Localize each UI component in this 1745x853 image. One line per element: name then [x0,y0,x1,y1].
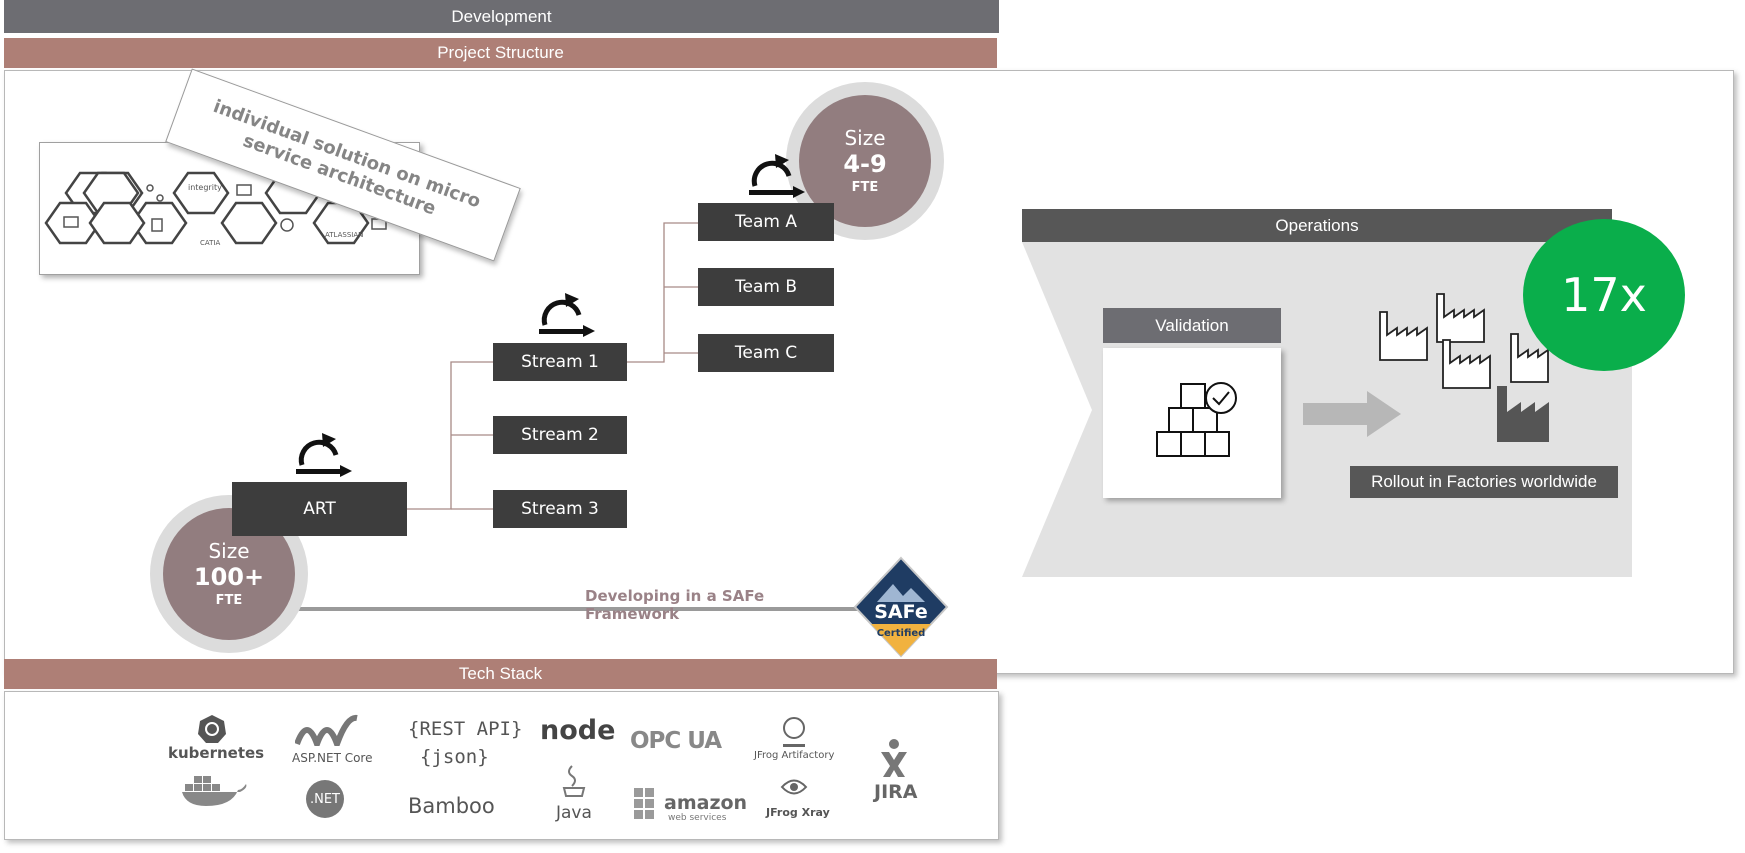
development-header: Development [4,0,999,33]
safe-certified-badge: SAFe Certified [853,556,949,658]
team-a-node: Team A [698,203,834,241]
nodejs-logo: node [540,715,616,746]
opc-ua-logo: OPC UA [630,728,722,754]
atlassian-logo: ATLASSIAN [325,231,364,239]
chevron-notch-icon [1022,242,1092,577]
operations-header: Operations [1022,209,1612,242]
jfrog-artifactory-logo: JFrog Artifactory [754,750,835,761]
safe-caption: Developing in a SAFe Framework [585,587,765,623]
jira-icon [881,739,907,777]
aws-icon [634,788,654,819]
integrity-logo: integrity [188,183,222,192]
tech-stack-header: Tech Stack [4,659,997,689]
factory-count-badge: 17x [1523,219,1685,371]
catia-logo: CATIA [200,239,221,247]
rest-api-logo: {REST API} [408,718,523,740]
team-size-unit: FTE [851,179,879,195]
art-size-label: Size [208,538,250,563]
factories-icon [1379,293,1549,442]
stream-3-node: Stream 3 [493,490,627,528]
team-b-node: Team B [698,268,834,306]
bamboo-logo: Bamboo [408,794,495,818]
validated-boxes-icon [1156,382,1237,457]
safe-badge-subtitle: Certified [877,628,926,639]
docker-icon [182,776,247,806]
jfrog-xray-icon [780,779,808,795]
validation-box [1103,348,1281,498]
art-node: ART [232,482,407,536]
dotnet-logo: .NET [306,780,344,818]
stream-1-node: Stream 1 [493,343,627,381]
jira-logo: JIRA [874,781,918,803]
kubernetes-icon [198,715,226,743]
aspnet-core-logo: ASP.NET Core [292,751,373,765]
jfrog-artifactory-icon [783,717,805,747]
agile-cycle-icon [539,293,595,337]
stream-2-node: Stream 2 [493,416,627,454]
art-size-value: 100+ [193,562,265,591]
agile-cycle-icon [749,154,805,198]
rollout-label: Rollout in Factories worldwide [1350,466,1618,498]
java-logo: Java [556,803,592,823]
validation-header: Validation [1103,308,1281,343]
jfrog-xray-logo: JFrog Xray [766,806,830,819]
agile-cycle-icon [296,433,352,477]
json-logo: {json} [420,746,489,768]
art-size-unit: FTE [215,592,243,608]
java-cup-icon [562,765,586,797]
amazon-logo: amazon [664,792,748,814]
project-structure-header: Project Structure [4,38,997,68]
team-size-value: 4-9 [843,149,887,178]
team-size-label: Size [844,125,886,150]
safe-badge-title: SAFe [874,601,927,623]
aspnet-core-icon [295,714,358,746]
kubernetes-logo: kubernetes [168,744,265,762]
aws-subtitle: web services [668,813,727,823]
rollout-arrow-icon [1303,391,1401,437]
tech-stack-panel [4,691,999,840]
team-c-node: Team C [698,334,834,372]
